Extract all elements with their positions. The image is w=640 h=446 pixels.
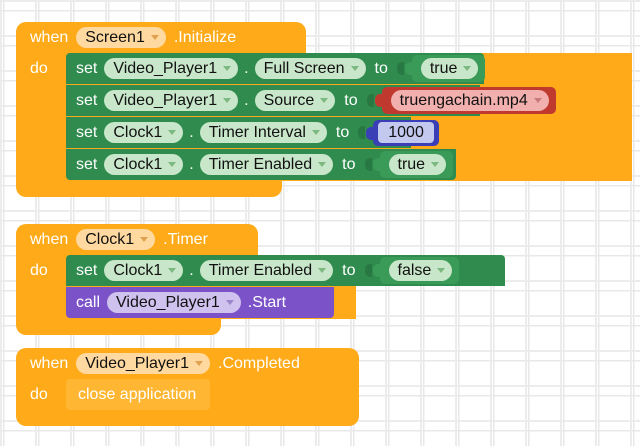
- logic-block-true[interactable]: true: [404, 55, 486, 82]
- event-name: .Timer: [163, 230, 208, 248]
- event-block-footer: [16, 181, 282, 197]
- method-name: .Start: [247, 293, 287, 311]
- close-application-block[interactable]: close application: [66, 379, 211, 410]
- call-keyword: call: [76, 293, 101, 311]
- value-socket: [364, 257, 372, 284]
- call-video-player1-start[interactable]: call Video_Player1 .Start: [66, 287, 334, 318]
- chevron-down-icon: [350, 66, 359, 71]
- value-socket: [364, 151, 372, 178]
- component-dropdown-video-player1[interactable]: Video_Player1: [104, 90, 239, 111]
- property-dropdown-source[interactable]: Source: [254, 90, 336, 111]
- set-keyword: set: [76, 91, 98, 109]
- to-label: to: [344, 91, 358, 109]
- block-notch: [82, 287, 102, 293]
- logic-block-true[interactable]: true: [372, 151, 454, 178]
- do-label: do: [30, 262, 48, 279]
- block-notch: [82, 149, 102, 155]
- chevron-down-icon: [223, 98, 232, 103]
- event-header[interactable]: when Video_Player1 .Completed: [16, 348, 359, 379]
- chevron-down-icon: [320, 98, 329, 103]
- property-dropdown-timer-enabled[interactable]: Timer Enabled: [199, 260, 334, 281]
- chevron-down-icon: [225, 300, 234, 305]
- block-notch: [82, 255, 102, 261]
- component-dropdown-video-player1[interactable]: Video_Player1: [76, 353, 211, 374]
- math-block-1000[interactable]: 1000: [366, 119, 439, 146]
- number-field-1000[interactable]: 1000: [378, 122, 434, 143]
- event-header[interactable]: when Screen1 .Initialize: [16, 22, 306, 53]
- chevron-down-icon: [463, 66, 472, 71]
- set-video-player1-source[interactable]: set Video_Player1 . Source to truenga: [66, 85, 556, 116]
- set-keyword: set: [76, 123, 98, 141]
- block-notch: [82, 85, 102, 91]
- to-label: to: [342, 155, 356, 173]
- when-keyword: when: [30, 354, 69, 372]
- component-dropdown-video-player1[interactable]: Video_Player1: [107, 292, 241, 313]
- event-name: .Completed: [218, 354, 300, 372]
- close-application-label: close application: [78, 385, 197, 403]
- separator-dot: .: [189, 261, 194, 279]
- event-header[interactable]: when Clock1 .Timer: [16, 224, 258, 255]
- block-video-player1-completed[interactable]: when Video_Player1 .Completed do close a…: [16, 348, 376, 426]
- logic-dropdown-true[interactable]: true: [420, 58, 479, 79]
- chevron-down-icon: [311, 130, 320, 135]
- text-dropdown-filename[interactable]: truengachain.mp4: [390, 90, 549, 111]
- chevron-down-icon: [168, 130, 177, 135]
- text-block-source[interactable]: truengachain.mp4: [374, 87, 556, 114]
- component-dropdown-clock1[interactable]: Clock1: [104, 260, 184, 281]
- chevron-down-icon: [150, 35, 159, 40]
- logic-dropdown-true[interactable]: true: [388, 154, 447, 175]
- component-dropdown-clock1[interactable]: Clock1: [76, 229, 156, 250]
- chevron-down-icon: [318, 162, 327, 167]
- chevron-down-icon: [223, 66, 232, 71]
- chevron-down-icon: [533, 98, 542, 103]
- when-keyword: when: [30, 230, 69, 248]
- value-socket: [396, 55, 404, 82]
- block-notch: [82, 117, 102, 123]
- do-label: do: [30, 386, 48, 403]
- block-notch: [82, 379, 102, 385]
- to-label: to: [335, 123, 350, 141]
- separator-dot: .: [189, 123, 194, 141]
- set-clock1-timer-enabled[interactable]: set Clock1 . Timer Enabled to true: [66, 149, 456, 180]
- block-screen1-initialize[interactable]: when Screen1 .Initialize do set Video_Pl…: [16, 22, 632, 197]
- component-dropdown-clock1[interactable]: Clock1: [104, 154, 184, 175]
- component-dropdown-clock1[interactable]: Clock1: [104, 122, 184, 143]
- set-clock1-timer-enabled-false[interactable]: set Clock1 . Timer Enabled to false: [66, 255, 505, 286]
- set-keyword: set: [76, 59, 98, 77]
- set-clock1-timer-interval[interactable]: set Clock1 . Timer Interval to 1000: [66, 117, 439, 148]
- property-dropdown-timer-interval[interactable]: Timer Interval: [199, 122, 327, 143]
- block-notch: [82, 53, 102, 59]
- set-keyword: set: [76, 261, 98, 279]
- to-label: to: [374, 59, 388, 77]
- separator-dot: .: [189, 155, 194, 173]
- set-keyword: set: [76, 155, 98, 173]
- value-socket: [366, 87, 374, 114]
- set-video-player1-fullscreen[interactable]: set Video_Player1 . Full Screen to tr: [66, 53, 486, 84]
- value-socket: [358, 119, 366, 146]
- event-name: .Initialize: [173, 28, 237, 46]
- chevron-down-icon: [140, 237, 149, 242]
- component-dropdown-video-player1[interactable]: Video_Player1: [104, 58, 239, 79]
- chevron-down-icon: [431, 162, 440, 167]
- property-dropdown-full-screen[interactable]: Full Screen: [254, 58, 366, 79]
- component-dropdown-screen1[interactable]: Screen1: [76, 27, 166, 48]
- separator-dot: .: [244, 59, 249, 77]
- logic-block-false[interactable]: false: [372, 257, 460, 284]
- when-keyword: when: [30, 28, 69, 46]
- event-block-footer: [16, 319, 221, 335]
- chevron-down-icon: [195, 361, 204, 366]
- block-clock1-timer[interactable]: when Clock1 .Timer do set Clock1 .: [16, 224, 556, 335]
- chevron-down-icon: [168, 268, 177, 273]
- to-label: to: [342, 261, 356, 279]
- do-label: do: [30, 60, 48, 77]
- logic-dropdown-false[interactable]: false: [388, 260, 453, 281]
- event-block-footer: [16, 410, 359, 426]
- chevron-down-icon: [437, 268, 446, 273]
- chevron-down-icon: [168, 162, 177, 167]
- separator-dot: .: [244, 91, 249, 109]
- property-dropdown-timer-enabled[interactable]: Timer Enabled: [199, 154, 334, 175]
- chevron-down-icon: [318, 268, 327, 273]
